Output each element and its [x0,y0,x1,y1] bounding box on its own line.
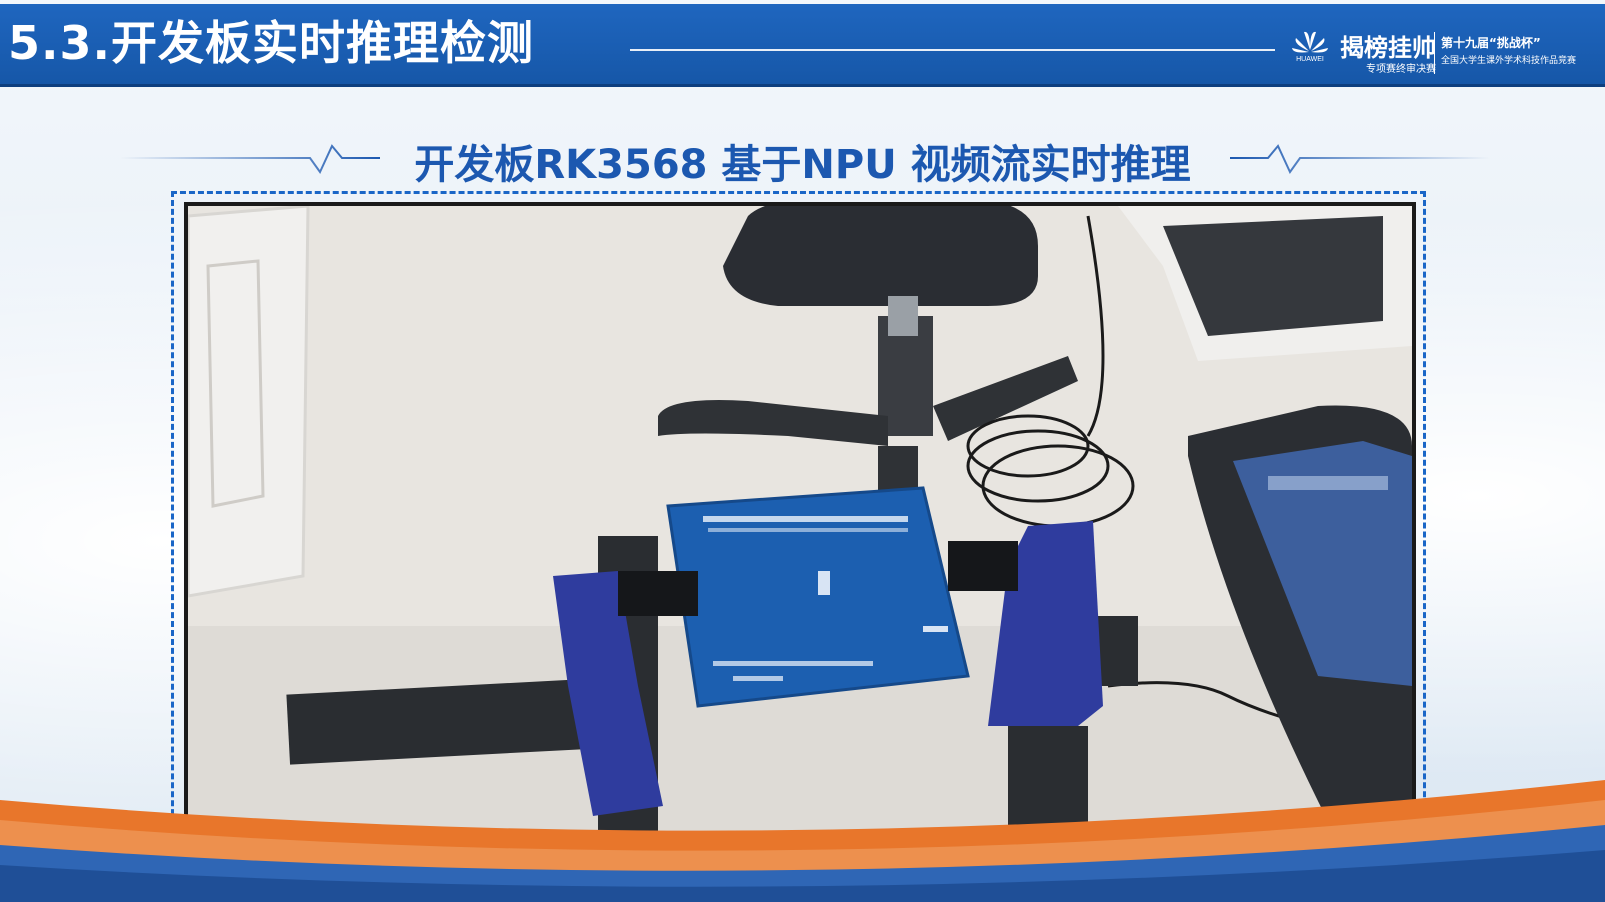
challenge-cup-logo-text: 第十九届“挑战杯” [1441,36,1541,50]
header-bar: 5.3.开发板实时推理检测 HUAWEI 揭榜挂帅 专项赛终审决赛 第十九届“挑… [0,4,1605,87]
video-frame-photo [184,202,1416,845]
dev-board-photo-icon [188,206,1412,841]
jbgs-logo-subtext: 专项赛终审决赛 [1366,64,1436,75]
jbgs-logo-text: 揭榜挂帅 [1340,33,1436,62]
challenge-cup-logo-subtext: 全国大学生课外学术科技作品竞赛 [1441,56,1577,66]
huawei-logo-text: HUAWEI [1296,56,1324,63]
huawei-logo-icon [1292,31,1328,53]
page-title: 5.3.开发板实时推理检测 [8,16,534,70]
header-divider-line [630,49,1275,51]
section-subtitle: 开发板RK3568 基于NPU 视频流实时推理 [414,142,1191,188]
bottom-wave-decoration [0,780,1605,902]
logo-divider [1434,32,1435,74]
subtitle-right-decoration [1230,144,1490,174]
subtitle-left-decoration [120,144,380,174]
